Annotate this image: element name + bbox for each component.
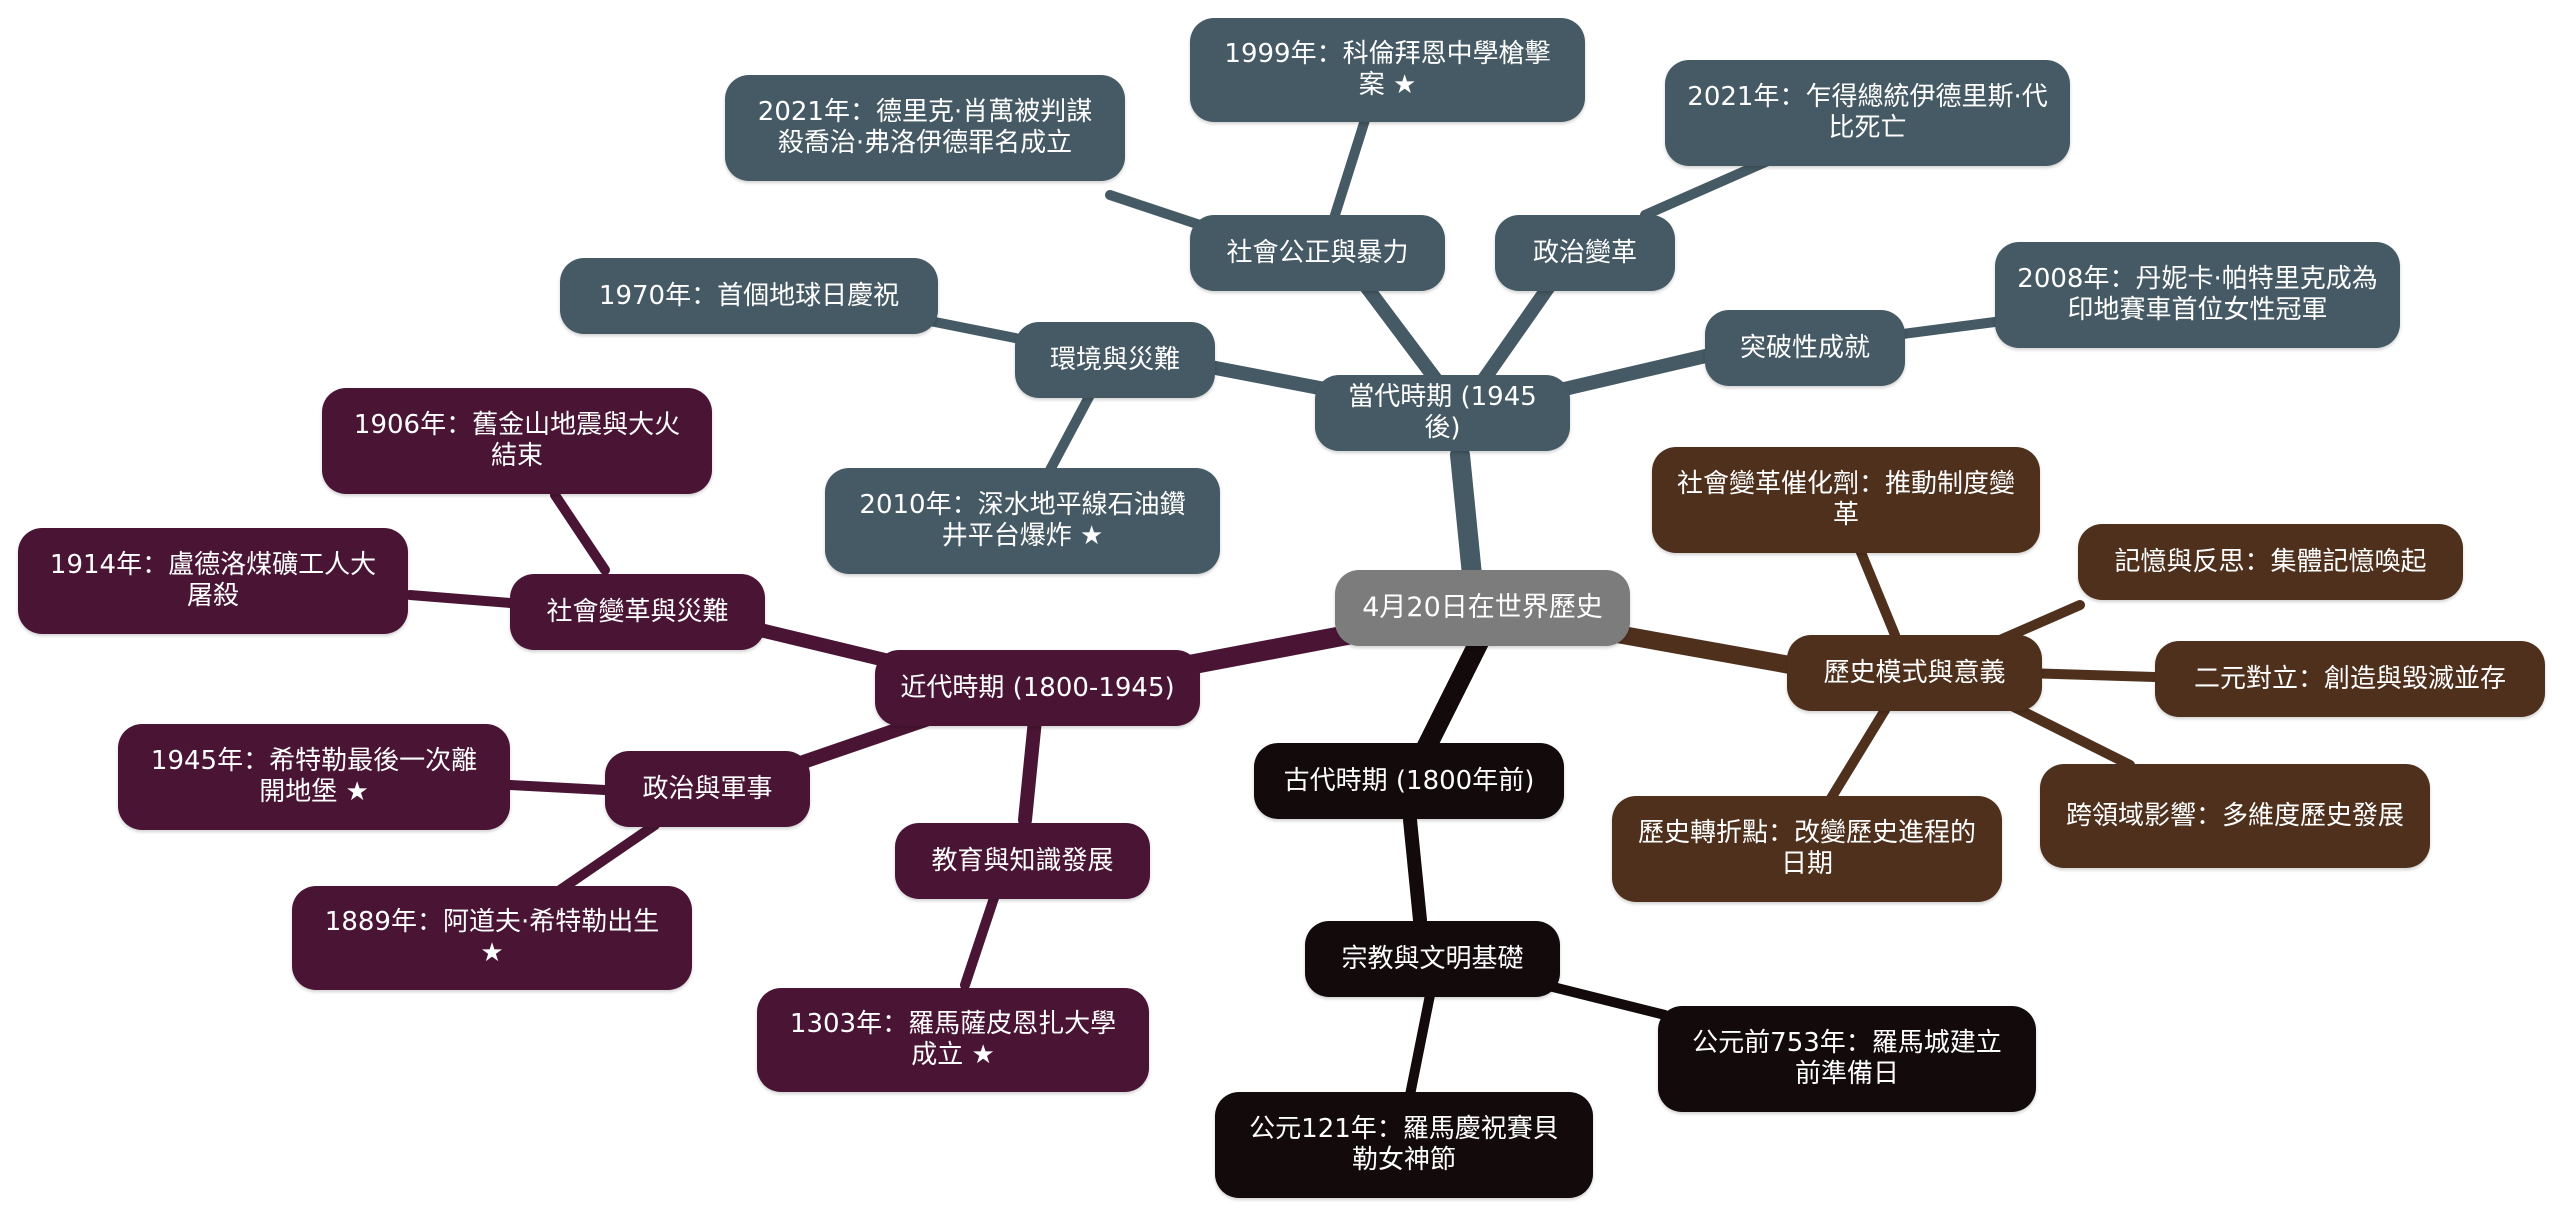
connector-contemporary-environment: [1193, 358, 1337, 397]
event-rome-founding: 公元前753年：羅馬城建立前準備日: [1658, 1006, 2036, 1112]
event-ludlow-massacre: 1914年：盧德洛煤礦工人大屠殺: [18, 528, 408, 634]
connector-root-ancient: [1410, 630, 1490, 770]
connector-patterns-memory: [1995, 600, 2085, 645]
connector-social-derek: [1105, 190, 1205, 230]
connector-military-bunker: [505, 780, 610, 795]
connector-ancient-religion: [1403, 813, 1427, 927]
event-deby-death: 2021年：乍得總統伊德里斯·代比死亡: [1665, 60, 2070, 166]
connector-social-sf: [550, 490, 610, 575]
pattern-memory: 記憶與反思：集體記憶喚起: [2078, 524, 2463, 600]
connector-modern-education: [1018, 713, 1042, 827]
event-derek-chauvin: 2021年：德里克·肖萬被判謀殺喬治·弗洛伊德罪名成立: [725, 75, 1125, 181]
topic-environment-disaster: 環境與災難: [1015, 322, 1215, 398]
event-sapienza: 1303年：羅馬薩皮恩扎大學成立 ★: [757, 988, 1149, 1092]
connector-military-birth: [555, 820, 660, 895]
branch-connectors: [405, 115, 2160, 1100]
event-hitler-bunker: 1945年：希特勒最後一次離開地堡 ★: [118, 724, 510, 830]
branch-contemporary: 當代時期 (1945後): [1315, 375, 1570, 451]
topic-breakthrough: 突破性成就: [1705, 310, 1905, 386]
topic-politics-military: 政治與軍事: [605, 751, 810, 827]
topic-education: 教育與知識發展: [895, 823, 1150, 899]
connector-social-ludlow: [405, 590, 515, 608]
event-columbine: 1999年：科倫拜恩中學槍擊案 ★: [1190, 18, 1585, 122]
branch-modern: 近代時期 (1800-1945): [875, 650, 1200, 726]
connector-religion-121: [1405, 990, 1435, 1100]
event-earth-day: 1970年：首個地球日慶祝: [560, 258, 938, 334]
event-cybele-festival: 公元121年：羅馬慶祝賽貝勒女神節: [1215, 1092, 1593, 1198]
connector-patterns-turning: [1825, 705, 1890, 805]
connector-patterns-catalyst: [1855, 545, 1900, 640]
topic-political-change: 政治變革: [1495, 215, 1675, 291]
event-danica-patrick: 2008年：丹妮卡·帕特里克成為印地賽車首位女性冠軍: [1995, 242, 2400, 348]
connector-breakthrough-danica: [1890, 315, 2015, 340]
connector-social-columbine: [1330, 115, 1370, 220]
pattern-catalyst: 社會變革催化劑：推動制度變革: [1652, 447, 2040, 553]
event-hitler-birth: 1889年：阿道夫·希特勒出生 ★: [292, 886, 692, 990]
connector-environment-deepwater: [1045, 390, 1095, 475]
branch-ancient: 古代時期 (1800年前): [1254, 743, 1564, 819]
topic-social-disaster: 社會變革與災難: [510, 574, 765, 650]
event-sf-earthquake: 1906年：舊金山地震與大火結束: [322, 388, 712, 494]
topic-social-justice: 社會公正與暴力: [1190, 215, 1445, 291]
connector-contemporary-social: [1358, 278, 1447, 392]
connector-politics-chad: [1640, 155, 1775, 220]
pattern-turning-point: 歷史轉折點：改變歷史進程的日期: [1612, 796, 2002, 902]
branch-patterns: 歷史模式與意義: [1787, 635, 2042, 711]
connector-modern-social: [753, 623, 892, 667]
pattern-duality: 二元對立：創造與毀滅並存: [2155, 641, 2545, 717]
connector-contemporary-politics: [1473, 278, 1557, 392]
connector-patterns-duality: [2020, 668, 2160, 682]
connector-religion-753: [1540, 980, 1670, 1020]
connector-patterns-crossfield: [1995, 695, 2135, 770]
topic-religion-civilization: 宗教與文明基礎: [1305, 921, 1560, 997]
connector-contemporary-breakthrough: [1553, 348, 1717, 397]
root-node: 4月20日在世界歷史: [1335, 570, 1630, 646]
pattern-crossfield: 跨領域影響：多維度歷史發展: [2040, 764, 2430, 868]
event-deepwater-horizon: 2010年：深水地平線石油鑽井平台爆炸 ★: [825, 468, 1220, 574]
